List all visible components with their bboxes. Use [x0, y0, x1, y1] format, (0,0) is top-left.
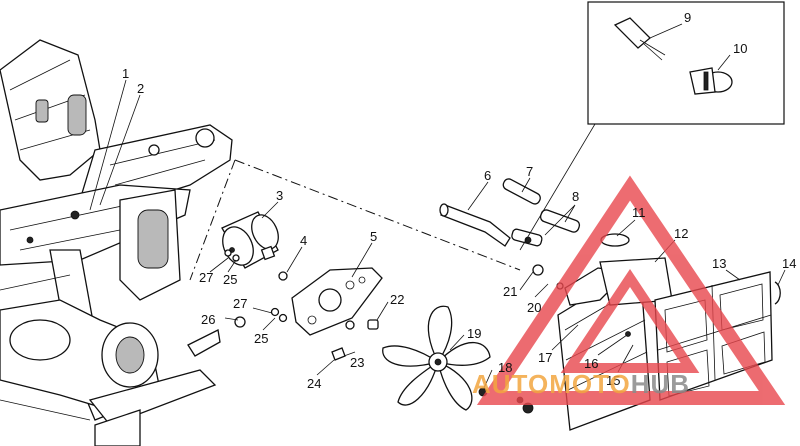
- callout-17: 17: [538, 350, 552, 365]
- motor-bracket-plate: [291, 267, 383, 336]
- callout-25-lower: 25: [254, 331, 268, 346]
- callout-labels: 1 2 3 4 5 6 7 8 9 10 11 12 13 14 15 16 1…: [122, 10, 796, 391]
- callout-7: 7: [526, 164, 533, 179]
- callout-26: 26: [201, 312, 215, 327]
- callout-2: 2: [137, 81, 144, 96]
- callout-25-upper: 25: [223, 272, 237, 287]
- callout-24: 24: [307, 376, 321, 391]
- callout-6: 6: [484, 168, 491, 183]
- frame-assembly: [0, 39, 233, 446]
- callout-11: 11: [632, 205, 646, 220]
- watermark-text-automoto: AUTOMOTO: [472, 369, 631, 399]
- logo-triangle-outer: [476, 175, 786, 405]
- callout-14: 14: [782, 256, 796, 271]
- callout-27-upper: 27: [199, 270, 213, 285]
- callout-5: 5: [370, 229, 377, 244]
- coolant-hoses: [439, 178, 581, 290]
- callout-18: 18: [498, 360, 512, 375]
- callout-3: 3: [276, 188, 283, 203]
- callout-21: 21: [503, 284, 517, 299]
- watermark-text-hub: HUB: [631, 369, 690, 399]
- callout-12: 12: [674, 226, 688, 241]
- assembly-centerline-lower: [189, 159, 236, 281]
- fan-motor: [221, 211, 279, 269]
- logo-triangle-inner: [560, 268, 700, 373]
- callout-23: 23: [350, 355, 364, 370]
- watermark-text: AUTOMOTOHUB: [472, 369, 690, 399]
- callout-8: 8: [572, 189, 579, 204]
- inset-detail-box: [519, 1, 785, 251]
- callout-1: 1: [122, 66, 129, 81]
- callout-16: 16: [584, 356, 598, 371]
- callout-13: 13: [712, 256, 726, 271]
- callout-10: 10: [733, 41, 747, 56]
- callout-19: 19: [467, 326, 481, 341]
- callout-22: 22: [390, 292, 404, 307]
- assembly-centerline: [234, 159, 521, 271]
- fan-blade: [382, 305, 491, 411]
- callout-15: 15: [606, 373, 620, 388]
- automotohub-logo-mark: [476, 175, 786, 405]
- callout-20: 20: [527, 300, 541, 315]
- callout-4: 4: [300, 233, 307, 248]
- callout-27-lower: 27: [233, 296, 247, 311]
- callout-9: 9: [684, 10, 691, 25]
